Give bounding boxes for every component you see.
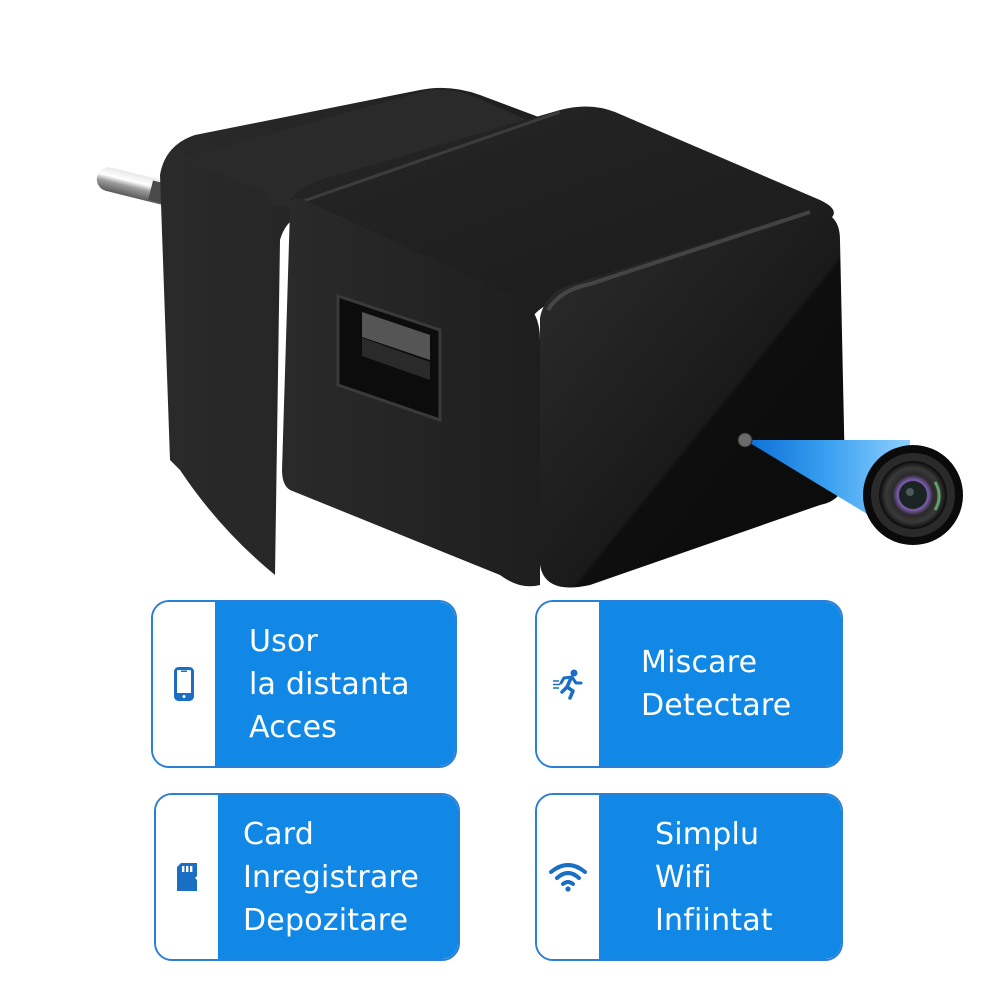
feature-line: Wifi xyxy=(655,859,713,895)
smartphone-icon xyxy=(174,667,194,701)
sd-card-icon xyxy=(177,863,197,891)
feature-line: Acces xyxy=(249,709,338,745)
wifi-icon xyxy=(549,863,587,892)
feature-icon-cell xyxy=(537,795,599,959)
feature-icon-cell xyxy=(156,795,218,959)
feature-icon-cell xyxy=(537,602,599,766)
feature-icon-cell xyxy=(153,602,215,766)
feature-line: Usor xyxy=(249,623,319,659)
feature-card-remote-access: Usor la distanta Acces xyxy=(151,600,457,768)
feature-line: Inregistrare xyxy=(243,859,420,895)
feature-text: Usor la distanta Acces xyxy=(215,602,455,766)
feature-text: Miscare Detectare xyxy=(599,602,841,766)
running-person-icon xyxy=(553,669,583,700)
product-image xyxy=(96,87,963,588)
usb-charger-camera-illustration xyxy=(96,87,963,588)
feature-text: Simplu Wifi Infiintat xyxy=(599,795,841,959)
feature-card-motion-detection: Miscare Detectare xyxy=(535,600,843,768)
feature-line: Simplu xyxy=(655,816,760,852)
feature-line: Card xyxy=(243,816,314,852)
pinhole-camera xyxy=(737,432,753,448)
feature-text: Card Inregistrare Depozitare xyxy=(218,795,458,959)
feature-line: Depozitare xyxy=(243,902,409,938)
camera-lens-icon xyxy=(863,445,963,545)
feature-line: la distanta xyxy=(249,666,410,702)
feature-card-sd-recording: Card Inregistrare Depozitare xyxy=(154,793,460,961)
feature-line: Detectare xyxy=(641,688,792,723)
feature-line: Infiintat xyxy=(655,902,773,938)
usb-port xyxy=(336,293,442,423)
feature-card-wifi-setup: Simplu Wifi Infiintat xyxy=(535,793,843,961)
feature-line: Miscare xyxy=(641,645,758,680)
